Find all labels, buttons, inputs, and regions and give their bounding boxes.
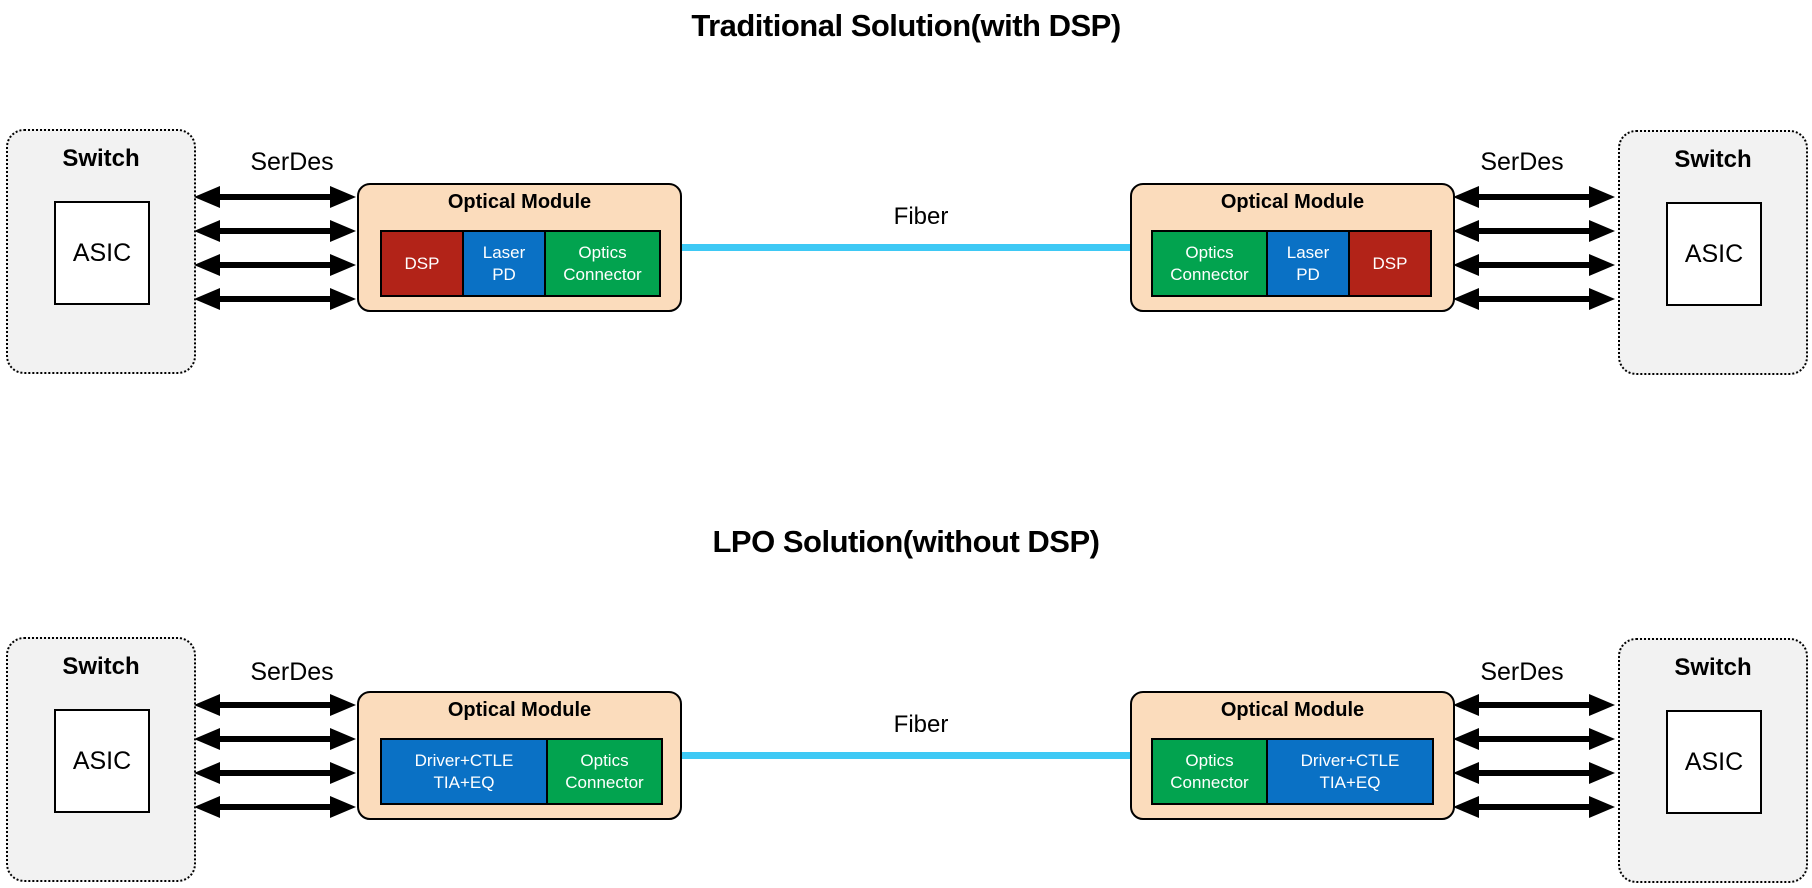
cell-line: Connector (1170, 264, 1249, 284)
switch-label: Switch (62, 145, 140, 172)
serdes-arrow-group-left (194, 184, 356, 312)
laser-pd-cell: Laser PD (462, 230, 546, 297)
serdes-label-right: SerDes (1480, 658, 1564, 686)
module-cell-row: DSP Laser PD Optics Connector (380, 230, 661, 297)
switch-box-right: Switch ASIC (1618, 130, 1808, 375)
fiber-label: Fiber (893, 203, 949, 230)
cell-line: Optics (580, 751, 629, 771)
switch-label: Switch (62, 653, 140, 680)
optical-module-title: Optical Module (1220, 699, 1365, 721)
module-cell-row: Optics Connector Laser PD DSP (1151, 230, 1432, 297)
double-arrow-icon (1453, 762, 1615, 784)
cell-line: Laser (482, 243, 526, 263)
switch-label: Switch (1674, 146, 1752, 173)
cell-line: Driver+CTLE (1300, 751, 1400, 771)
serdes-label-right: SerDes (1480, 148, 1564, 176)
double-arrow-icon (194, 694, 356, 716)
double-arrow-icon (1453, 186, 1615, 208)
cell-line: DSP (1372, 253, 1408, 273)
optics-connector-cell: Optics Connector (546, 738, 663, 805)
double-arrow-icon (194, 186, 356, 208)
cell-line: PD (1296, 264, 1320, 284)
cell-line: Connector (1170, 772, 1249, 792)
laser-pd-cell: Laser PD (1266, 230, 1350, 297)
cell-line: Optics (1185, 751, 1234, 771)
switch-box-left: Switch ASIC (6, 129, 196, 374)
cell-line: TIA+EQ (1319, 772, 1381, 792)
asic-label: ASIC (72, 746, 132, 775)
dsp-cell: DSP (1348, 230, 1432, 297)
asic-label: ASIC (72, 238, 132, 267)
serdes-arrow-group-left (194, 692, 356, 820)
optical-module-left: Optical Module DSP Laser PD Optics Conne… (357, 183, 682, 312)
optics-connector-cell: Optics Connector (1151, 738, 1268, 805)
serdes-label-left: SerDes (250, 148, 334, 176)
asic-label: ASIC (1684, 747, 1744, 776)
double-arrow-icon (194, 220, 356, 242)
cell-line: TIA+EQ (433, 772, 495, 792)
optics-connector-cell: Optics Connector (544, 230, 661, 297)
switch-box-right: Switch ASIC (1618, 638, 1808, 883)
optics-connector-cell: Optics Connector (1151, 230, 1268, 297)
double-arrow-icon (1453, 728, 1615, 750)
switch-label: Switch (1674, 654, 1752, 681)
section-title-traditional: Traditional Solution(with DSP) (691, 8, 1121, 43)
optical-module-title: Optical Module (447, 699, 592, 721)
double-arrow-icon (1453, 254, 1615, 276)
fiber-line (682, 244, 1130, 251)
asic-box: ASIC (1666, 202, 1762, 306)
double-arrow-icon (194, 762, 356, 784)
double-arrow-icon (1453, 694, 1615, 716)
cell-line: DSP (404, 253, 440, 273)
serdes-label-left: SerDes (250, 658, 334, 686)
driver-ctle-cell: Driver+CTLE TIA+EQ (1266, 738, 1434, 805)
asic-box: ASIC (54, 201, 150, 305)
module-cell-row: Optics Connector Driver+CTLE TIA+EQ (1151, 738, 1434, 805)
double-arrow-icon (194, 288, 356, 310)
double-arrow-icon (194, 728, 356, 750)
double-arrow-icon (1453, 220, 1615, 242)
serdes-arrow-group-right (1453, 184, 1615, 312)
module-cell-row: Driver+CTLE TIA+EQ Optics Connector (380, 738, 663, 805)
cell-line: Optics (1185, 243, 1234, 263)
double-arrow-icon (194, 254, 356, 276)
optical-module-left: Optical Module Driver+CTLE TIA+EQ Optics… (357, 691, 682, 820)
double-arrow-icon (1453, 288, 1615, 310)
optical-module-right: Optical Module Optics Connector Driver+C… (1130, 691, 1455, 820)
optical-module-title: Optical Module (1220, 191, 1365, 213)
cell-line: Connector (563, 264, 642, 284)
double-arrow-icon (194, 796, 356, 818)
section-title-lpo: LPO Solution(without DSP) (712, 524, 1101, 559)
cell-line: Laser (1286, 243, 1330, 263)
optical-module-right: Optical Module Optics Connector Laser PD… (1130, 183, 1455, 312)
cell-line: Driver+CTLE (414, 751, 514, 771)
cell-line: Optics (578, 243, 627, 263)
asic-box: ASIC (1666, 710, 1762, 814)
dsp-cell: DSP (380, 230, 464, 297)
cell-line: Connector (565, 772, 644, 792)
double-arrow-icon (1453, 796, 1615, 818)
driver-ctle-cell: Driver+CTLE TIA+EQ (380, 738, 548, 805)
fiber-line (682, 752, 1130, 759)
asic-box: ASIC (54, 709, 150, 813)
switch-box-left: Switch ASIC (6, 637, 196, 882)
optical-module-title: Optical Module (447, 191, 592, 213)
cell-line: PD (492, 264, 516, 284)
asic-label: ASIC (1684, 239, 1744, 268)
fiber-label: Fiber (893, 711, 949, 738)
serdes-arrow-group-right (1453, 692, 1615, 820)
